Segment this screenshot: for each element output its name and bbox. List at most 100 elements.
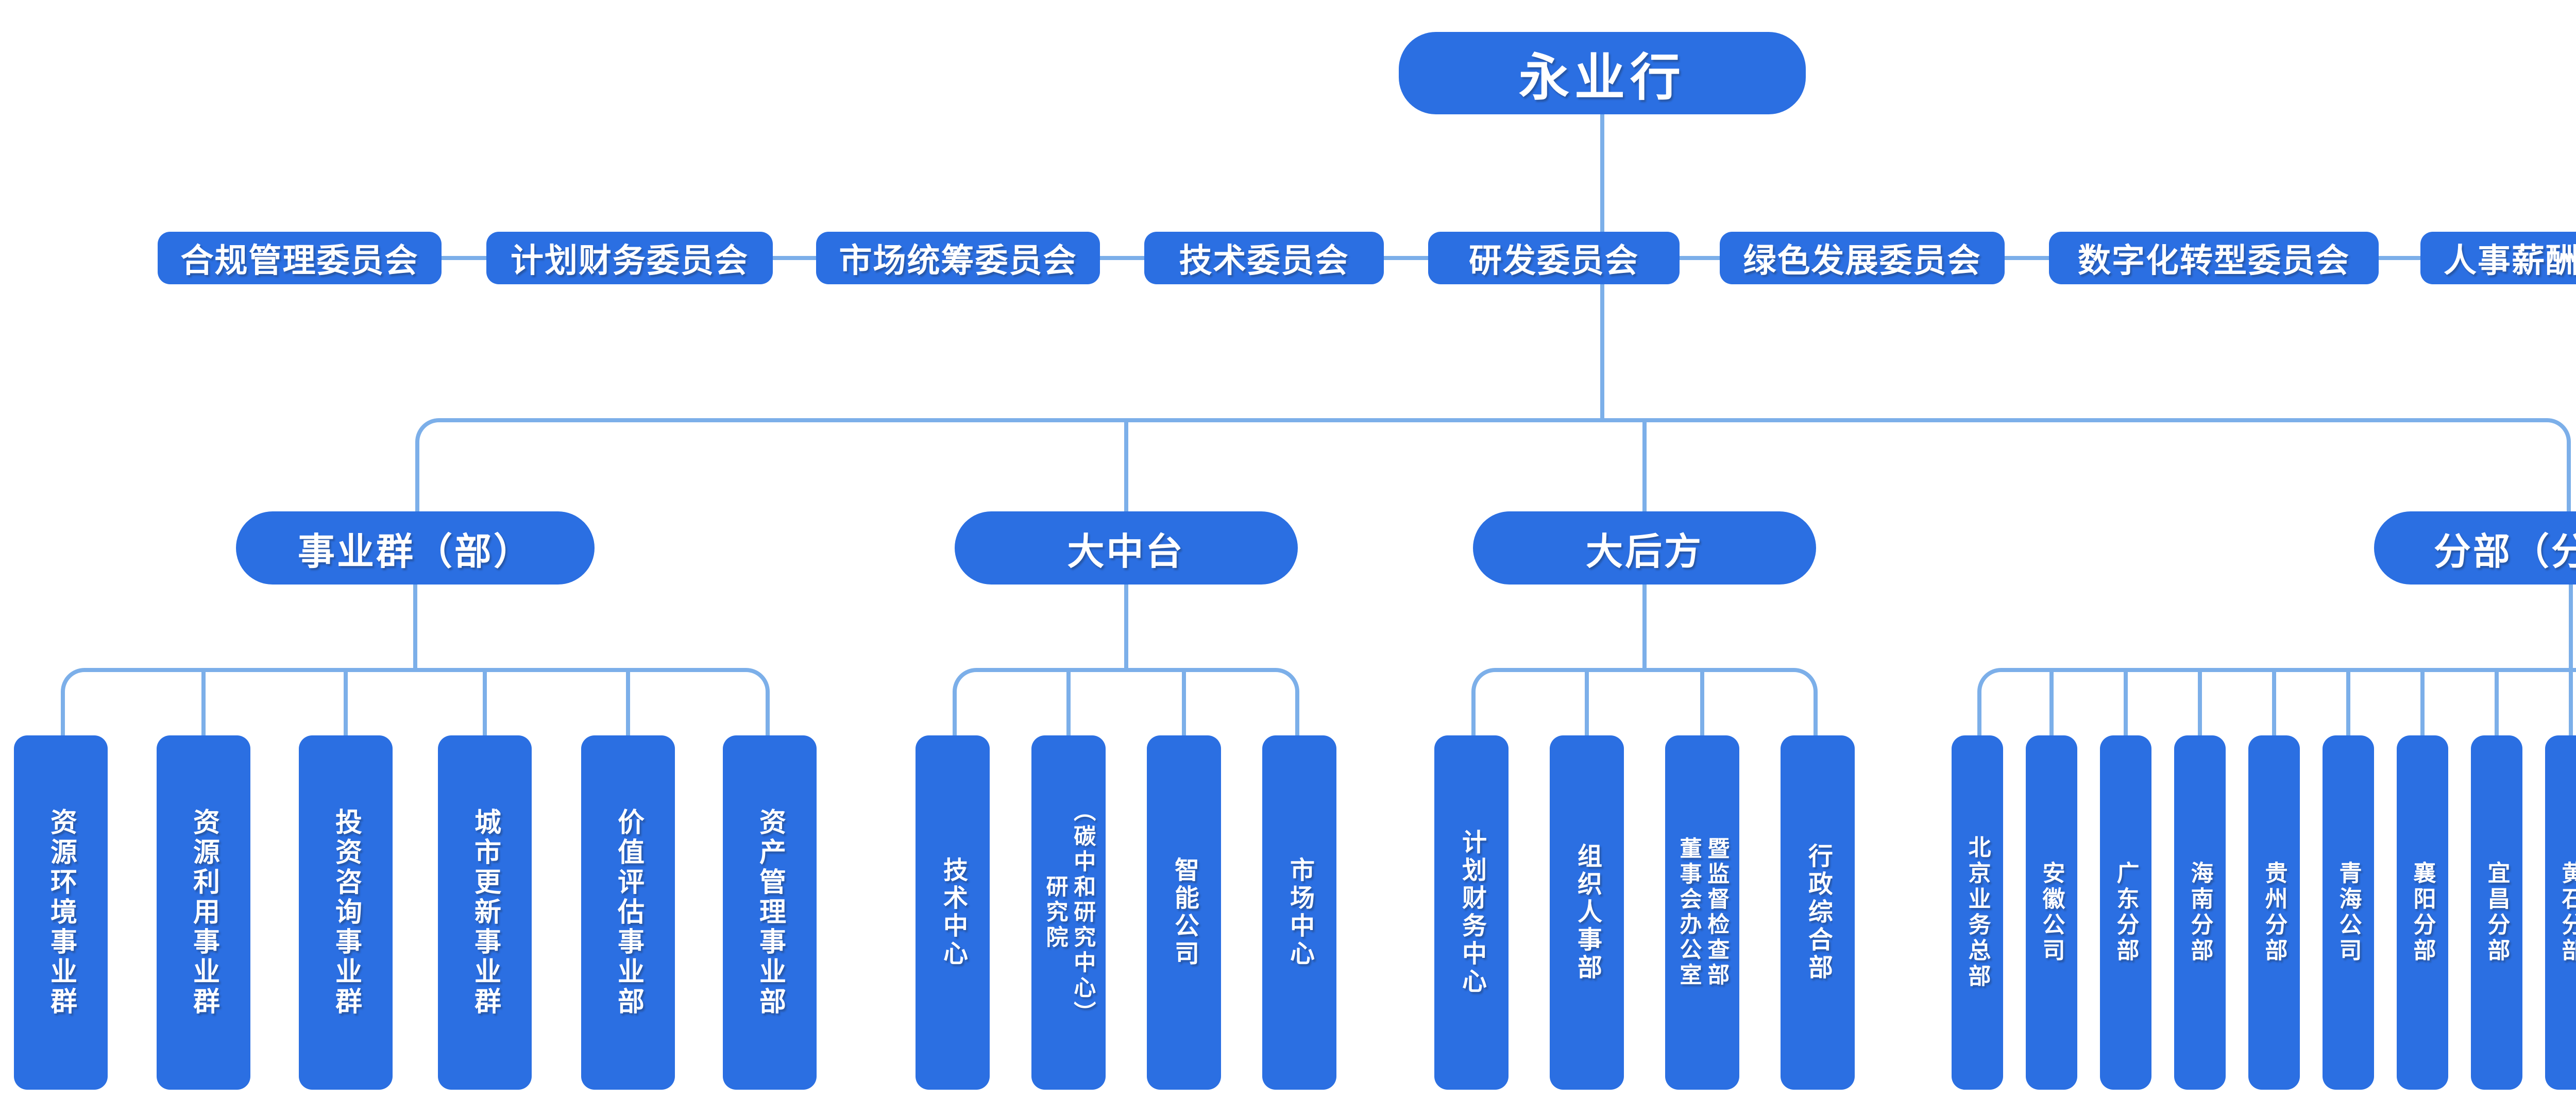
group-pill-label: 大后方 (1585, 531, 1703, 573)
group-pill: 事业群（部） (236, 511, 595, 585)
committee-node: 合规管理委员会 (158, 232, 442, 284)
committee-node: 市场统筹委员会 (816, 232, 1100, 284)
connector-committee-link (2005, 256, 2049, 260)
leaf-node: 组织人事部 (1550, 735, 1624, 1090)
group-pill-label: 分部（分公司） (2433, 531, 2576, 573)
connector-leaf-stub (201, 668, 206, 738)
connector-committee-link (1384, 256, 1428, 260)
leaf-node: 价值评估事业部 (581, 735, 675, 1090)
committee-node: 人事薪酬委员会 (2420, 232, 2576, 284)
connector-committee-link (1100, 256, 1144, 260)
connector-leaf-stub (2495, 668, 2499, 738)
leaf-node-label: 资产管理事业部 (755, 808, 785, 1017)
connector-pill-stub (1124, 418, 1128, 511)
connector-leaf-stub (2569, 668, 2573, 738)
connector-committee-link (442, 256, 486, 260)
leaf-node-label: 资源环境事业群 (46, 808, 76, 1017)
committee-node: 研发委员会 (1428, 232, 1680, 284)
leaf-node-label: 资源利用事业群 (189, 808, 219, 1017)
leaf-node: 贵州分部 (2248, 735, 2300, 1090)
leaf-node: 资源环境事业群 (14, 735, 108, 1090)
connector-leaf-rail (953, 668, 1299, 738)
committee-node: 计划财务委员会 (486, 232, 773, 284)
leaf-node-label: 行政综合部 (1804, 843, 1832, 982)
leaf-node-label: 市场中心 (1286, 857, 1313, 968)
leaf-node-label: 宜昌分部 (2484, 861, 2510, 964)
group-pill: 大中台 (954, 511, 1298, 585)
connector-leaf-stub (2420, 668, 2425, 738)
leaf-node: 宜昌分部 (2471, 735, 2522, 1090)
leaf-node-label: 城市更新事业群 (470, 808, 500, 1017)
group-pill: 大后方 (1473, 511, 1816, 585)
leaf-node-label: 安徽公司 (2039, 861, 2064, 964)
leaf-node: 行政综合部 (1781, 735, 1855, 1090)
group-pill-label: 事业群（部） (297, 531, 533, 573)
connector-leaf-stub (2346, 668, 2350, 738)
connector-leaf-stub (2124, 668, 2128, 738)
connector-top-rail (415, 418, 2571, 511)
connector-committee-link (2379, 256, 2420, 260)
leaf-node-label: 智能公司 (1171, 857, 1198, 968)
committee-node: 技术委员会 (1144, 232, 1384, 284)
committee-node-label: 技术委员会 (1179, 242, 1349, 279)
leaf-node: 青海公司 (2323, 735, 2374, 1090)
leaf-node-label: 计划财务中心 (1458, 829, 1485, 996)
leaf-node: 北京业务总部 (1952, 735, 2003, 1090)
connector-leaf-stub (1066, 668, 1071, 738)
leaf-node: 智能公司 (1147, 735, 1221, 1090)
connector-committee-link (1680, 256, 1720, 260)
leaf-node-label: 价值评估事业部 (613, 808, 643, 1017)
connector-leaf-rail (61, 668, 770, 738)
leaf-node: 研究院 （碳中和研究中心） (1031, 735, 1106, 1090)
leaf-node: 投资咨询事业群 (299, 735, 393, 1090)
leaf-node-label: 董事会办公室 暨监督检查部 (1676, 837, 1729, 988)
connector-leaf-stub (1700, 668, 1704, 738)
leaf-node: 资产管理事业部 (723, 735, 817, 1090)
leaf-node-label: 海南分部 (2187, 861, 2213, 964)
leaf-node: 董事会办公室 暨监督检查部 (1665, 735, 1739, 1090)
leaf-node-label: 贵州分部 (2261, 861, 2287, 964)
committee-node-label: 市场统筹委员会 (839, 242, 1077, 279)
leaf-node: 黄石分部 (2545, 735, 2576, 1090)
committee-node-label: 人事薪酬委员会 (2444, 242, 2576, 279)
connector-leaf-stub (626, 668, 630, 738)
connector-pill-stub (1642, 418, 1647, 511)
leaf-node: 安徽公司 (2026, 735, 2077, 1090)
connector-group-drop (1124, 585, 1128, 672)
leaf-node-label: 襄阳分部 (2410, 861, 2435, 964)
connector-group-drop (1642, 585, 1647, 672)
group-pill-label: 大中台 (1067, 531, 1185, 573)
leaf-node: 海南分部 (2174, 735, 2226, 1090)
leaf-node: 计划财务中心 (1434, 735, 1509, 1090)
connector-leaf-stub (483, 668, 487, 738)
committee-node-label: 绿色发展委员会 (1743, 242, 1981, 279)
leaf-node-label: 黄石分部 (2558, 861, 2576, 964)
leaf-node: 市场中心 (1262, 735, 1336, 1090)
leaf-node-label: 技术中心 (939, 857, 967, 968)
leaf-node-label: 组织人事部 (1573, 843, 1601, 982)
connector-leaf-stub (1585, 668, 1589, 738)
group-pill: 分部（分公司） (2374, 511, 2576, 585)
leaf-node-label: 青海公司 (2335, 861, 2361, 964)
leaf-node-label: 北京业务总部 (1964, 835, 1990, 990)
committee-node: 数字化转型委员会 (2049, 232, 2379, 284)
connector-leaf-rail (1977, 668, 2576, 738)
committee-node-label: 数字化转型委员会 (2078, 242, 2350, 279)
committee-node-label: 研发委员会 (1469, 242, 1639, 279)
connector-leaf-stub (344, 668, 348, 738)
leaf-node: 技术中心 (916, 735, 990, 1090)
root-node: 永业行 (1399, 32, 1806, 114)
connector-group-drop (2569, 585, 2573, 672)
leaf-node-label: 研究院 （碳中和研究中心） (1043, 799, 1095, 1026)
root-node-label: 永业行 (1518, 49, 1686, 106)
leaf-node: 城市更新事业群 (438, 735, 532, 1090)
leaf-node: 广东分部 (2100, 735, 2151, 1090)
connector-leaf-stub (2272, 668, 2276, 738)
leaf-node: 襄阳分部 (2397, 735, 2448, 1090)
leaf-node: 资源利用事业群 (157, 735, 250, 1090)
committee-node-label: 计划财务委员会 (511, 242, 749, 279)
connector-committee-link (773, 256, 816, 260)
committee-node-label: 合规管理委员会 (180, 242, 419, 279)
